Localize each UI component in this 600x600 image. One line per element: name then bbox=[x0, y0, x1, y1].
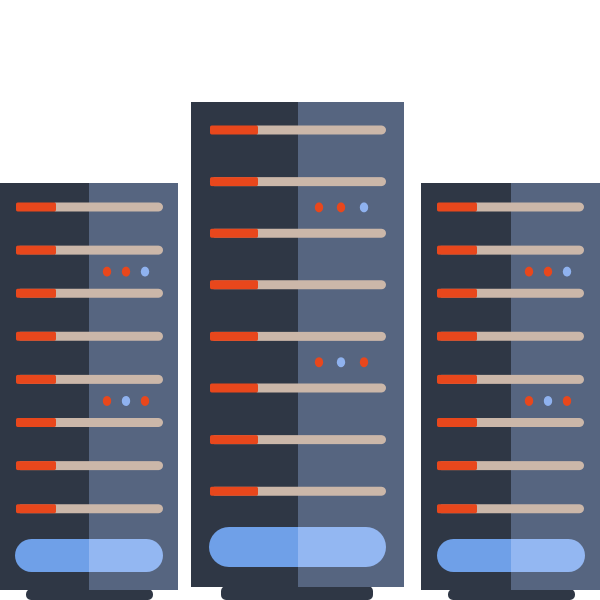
drive-slot-indicator bbox=[210, 331, 258, 341]
status-led-icon bbox=[524, 266, 534, 277]
drive-slot bbox=[16, 374, 163, 384]
status-led-icon bbox=[121, 266, 131, 277]
rack-base-panel-left bbox=[437, 539, 511, 572]
drive-slot-indicator bbox=[16, 288, 56, 298]
drive-slot bbox=[16, 331, 163, 341]
drive-slot-indicator bbox=[210, 435, 258, 445]
drive-slot bbox=[437, 245, 584, 255]
rack-body-light bbox=[89, 183, 178, 590]
drive-slot-indicator bbox=[16, 418, 56, 427]
rack-base-panel bbox=[15, 539, 163, 572]
rack-base-panel-left bbox=[15, 539, 89, 572]
status-led-icon bbox=[102, 395, 112, 406]
server-rack-right bbox=[421, 183, 600, 600]
drive-slot bbox=[16, 504, 163, 514]
drive-slot-indicator bbox=[16, 202, 56, 212]
drive-slot-indicator bbox=[210, 125, 258, 135]
drive-slot-indicator bbox=[16, 504, 56, 514]
drive-slot-indicator bbox=[437, 245, 477, 255]
drive-slot-indicator bbox=[437, 202, 477, 212]
drive-slot bbox=[437, 504, 584, 514]
drive-slot bbox=[210, 486, 386, 496]
status-led-icon bbox=[314, 357, 324, 368]
drive-slot bbox=[437, 288, 584, 298]
status-led-icon bbox=[314, 202, 324, 213]
rack-body-light bbox=[511, 183, 600, 590]
drive-slot-indicator bbox=[437, 504, 477, 514]
rack-body-dark bbox=[421, 183, 511, 590]
drive-slot-indicator bbox=[16, 245, 56, 255]
drive-slot bbox=[437, 331, 584, 341]
rack-base-panel-right bbox=[511, 539, 585, 572]
drive-slot-indicator bbox=[437, 288, 477, 298]
drive-slot bbox=[437, 202, 584, 212]
status-led-icon bbox=[543, 395, 553, 406]
drive-slot bbox=[16, 461, 163, 471]
drive-slot bbox=[437, 461, 584, 471]
drive-slot-indicator bbox=[210, 177, 258, 187]
drive-slot bbox=[16, 245, 163, 255]
drive-slot bbox=[16, 288, 163, 298]
status-led-icon bbox=[336, 357, 346, 368]
rack-base-panel-right bbox=[298, 527, 386, 567]
drive-slot-indicator bbox=[210, 280, 258, 290]
drive-slot-indicator bbox=[210, 228, 258, 238]
status-led-icon bbox=[359, 202, 369, 213]
drive-slot-indicator bbox=[437, 331, 477, 341]
drive-slot-indicator bbox=[210, 383, 258, 393]
server-rack-center bbox=[191, 102, 404, 600]
drive-slot-indicator bbox=[16, 374, 56, 384]
status-led-icon bbox=[359, 357, 369, 368]
drive-slot-indicator bbox=[437, 418, 477, 427]
rack-body-light bbox=[298, 102, 404, 587]
rack-body-dark bbox=[0, 183, 89, 590]
status-led-icon bbox=[562, 395, 572, 406]
drive-slot bbox=[210, 383, 386, 393]
drive-slot-indicator bbox=[16, 331, 56, 341]
drive-slot bbox=[210, 125, 386, 135]
drive-slot bbox=[210, 177, 386, 187]
rack-base-panel-right bbox=[89, 539, 163, 572]
status-led-icon bbox=[524, 395, 534, 406]
rack-base-panel-left bbox=[209, 527, 298, 567]
status-led-icon bbox=[102, 266, 112, 277]
status-led-icon bbox=[121, 395, 131, 406]
status-led-icon bbox=[140, 395, 150, 406]
drive-slot bbox=[210, 280, 386, 290]
drive-slot bbox=[16, 418, 163, 427]
drive-slot-indicator bbox=[16, 461, 56, 471]
drive-slot bbox=[16, 202, 163, 212]
rack-foot bbox=[221, 586, 373, 600]
status-led-icon bbox=[336, 202, 346, 213]
rack-base-panel bbox=[437, 539, 585, 572]
rack-foot bbox=[448, 589, 575, 600]
status-led-icon bbox=[140, 266, 150, 277]
status-led-icon bbox=[543, 266, 553, 277]
drive-slot bbox=[210, 435, 386, 445]
rack-base-panel bbox=[209, 527, 386, 567]
drive-slot bbox=[437, 418, 584, 427]
drive-slot bbox=[210, 331, 386, 341]
status-led-icon bbox=[562, 266, 572, 277]
rack-body-dark bbox=[191, 102, 298, 587]
drive-slot-indicator bbox=[437, 374, 477, 384]
drive-slot-indicator bbox=[437, 461, 477, 471]
rack-foot bbox=[26, 589, 153, 600]
drive-slot bbox=[437, 374, 584, 384]
drive-slot-indicator bbox=[210, 486, 258, 496]
server-rack-left bbox=[0, 183, 178, 600]
drive-slot bbox=[210, 228, 386, 238]
